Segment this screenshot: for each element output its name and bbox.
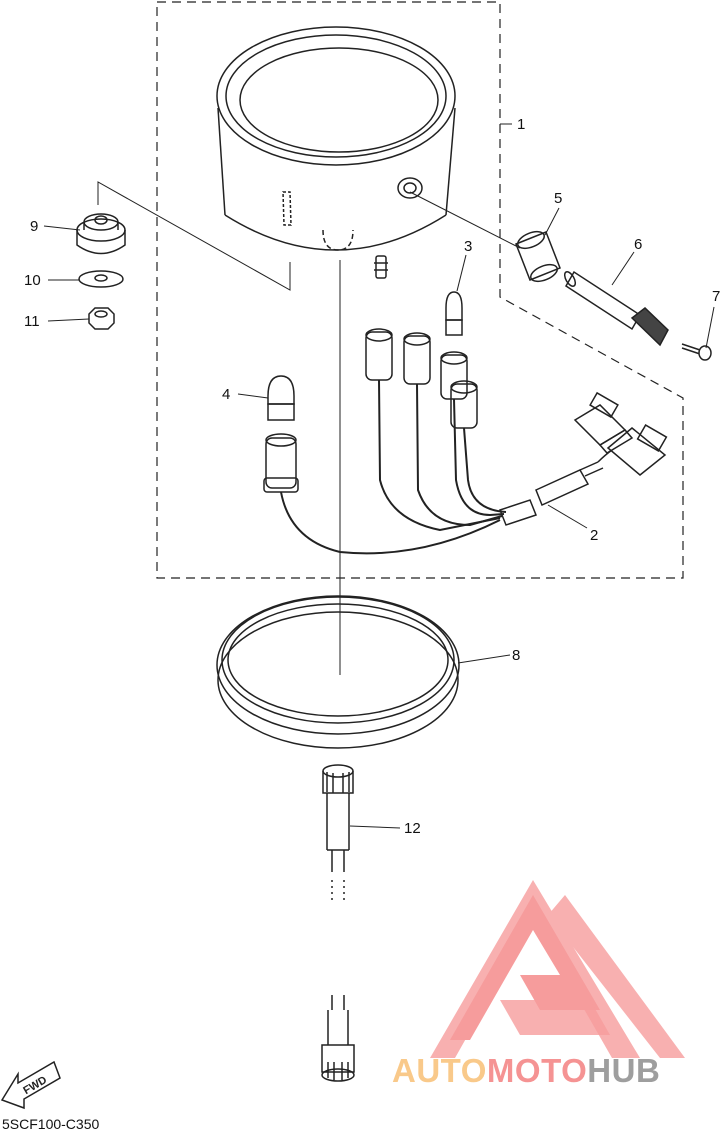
- screw: [681, 343, 712, 361]
- callout-10: 10: [24, 272, 41, 289]
- harness-connector: [499, 391, 668, 526]
- callout-3: 3: [464, 238, 473, 255]
- callout-9: 9: [30, 218, 39, 235]
- bulb-small: [445, 291, 463, 336]
- meter-ring: [216, 595, 460, 749]
- speedometer-cable: [321, 764, 355, 1082]
- diagram-code: 5SCF100-C350: [2, 1116, 100, 1132]
- fwd-label: FWD: [21, 1074, 49, 1097]
- meter-assembly: [216, 26, 456, 279]
- callout-7: 7: [712, 288, 721, 305]
- assembly-boundary: [156, 1, 684, 579]
- callout-2: 2: [590, 527, 599, 544]
- callout-5: 5: [554, 190, 563, 207]
- wires: [280, 379, 507, 555]
- collar: [515, 230, 561, 283]
- watermark-text-moto: MOTO: [486, 1052, 588, 1089]
- watermark-text-hub: HUB: [587, 1052, 661, 1089]
- sleeve: [563, 270, 669, 347]
- callout-11: 11: [24, 313, 40, 330]
- watermark-text-auto: AUTO: [392, 1052, 487, 1089]
- bolt-axis-line: [409, 191, 521, 249]
- watermark-text: AUTOMOTOHUB: [392, 1054, 660, 1087]
- grommet-axis-line: [97, 181, 291, 291]
- callout-4: 4: [222, 386, 231, 403]
- nut: [88, 307, 115, 330]
- fwd-arrow-icon: FWD: [0, 1060, 61, 1110]
- callout-8: 8: [512, 647, 521, 664]
- callout-1: 1: [517, 116, 526, 133]
- bulb-large: [267, 375, 295, 421]
- watermark-logo: [430, 880, 685, 1058]
- callout-12: 12: [404, 820, 421, 837]
- callout-6: 6: [634, 236, 643, 253]
- socket-set: [263, 328, 478, 493]
- leader-lines: [43, 123, 715, 829]
- grommet: [76, 213, 126, 255]
- washer: [78, 270, 124, 288]
